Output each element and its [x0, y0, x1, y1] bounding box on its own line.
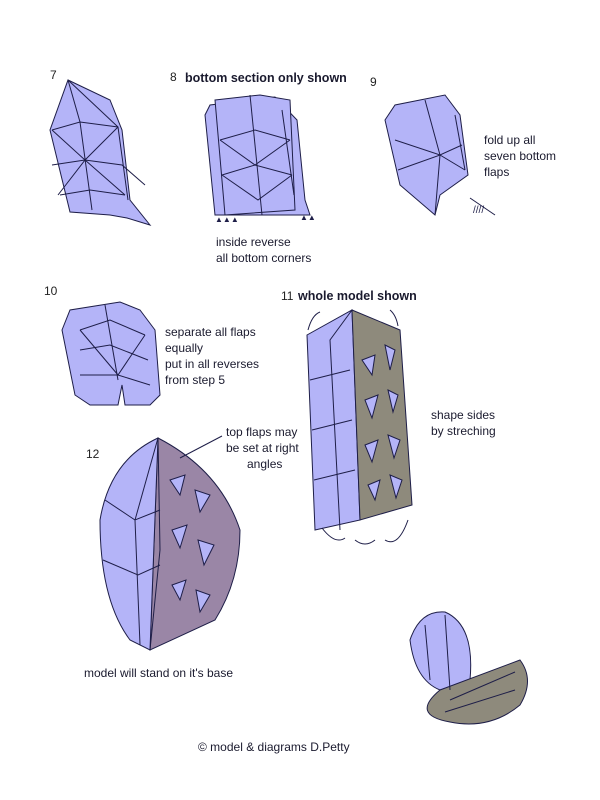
credit: © model & diagrams D.Petty — [198, 740, 350, 754]
step-12-note-line-2: be set at right — [226, 441, 299, 455]
step-12-number: 12 — [86, 447, 100, 461]
svg-text:////: //// — [473, 205, 484, 216]
step-10-note-line-1: separate all flaps — [165, 325, 256, 339]
step-11-drawing — [306, 309, 413, 545]
step-11-note-line-2: by streching — [431, 424, 496, 438]
step-7-number: 7 — [50, 68, 57, 82]
svg-text:▲▲▲: ▲▲▲ — [215, 215, 239, 224]
step-8-note-line-1: inside reverse — [216, 235, 291, 249]
step-10-drawing — [61, 301, 161, 406]
step-9-note-line-2: seven bottom — [484, 149, 557, 163]
step-8-heading: bottom section only shown — [185, 71, 347, 85]
step-9-number: 9 — [370, 75, 377, 89]
step-11-heading: whole model shown — [298, 289, 417, 303]
step-11-number: 11 — [281, 289, 294, 303]
step-12-caption: model will stand on it's base — [84, 666, 234, 680]
step-10-number: 10 — [44, 284, 58, 298]
step-10-note-line-4: from step 5 — [165, 373, 226, 387]
step-12-note-line-3: angles — [247, 457, 283, 471]
svg-text:▲▲: ▲▲ — [300, 213, 316, 222]
step-10-note-line-2: equally — [165, 341, 204, 355]
step-7-drawing — [49, 79, 152, 226]
step-8-drawing: ▲▲▲ ▲▲ — [204, 94, 316, 224]
step-9-note-line-1: fold up all — [484, 133, 536, 147]
step-12-note-line-1: top flaps may — [226, 425, 298, 439]
final-model-drawing — [409, 611, 528, 725]
step-9-drawing: //// — [384, 94, 496, 216]
step-10-note-line-3: put in all reverses — [165, 357, 260, 371]
step-9-note-line-3: flaps — [484, 165, 510, 179]
step-12-drawing — [99, 435, 241, 651]
step-8-note-line-2: all bottom corners — [216, 251, 312, 265]
step-8-number: 8 — [170, 70, 177, 84]
step-11-note-line-1: shape sides — [431, 408, 496, 422]
